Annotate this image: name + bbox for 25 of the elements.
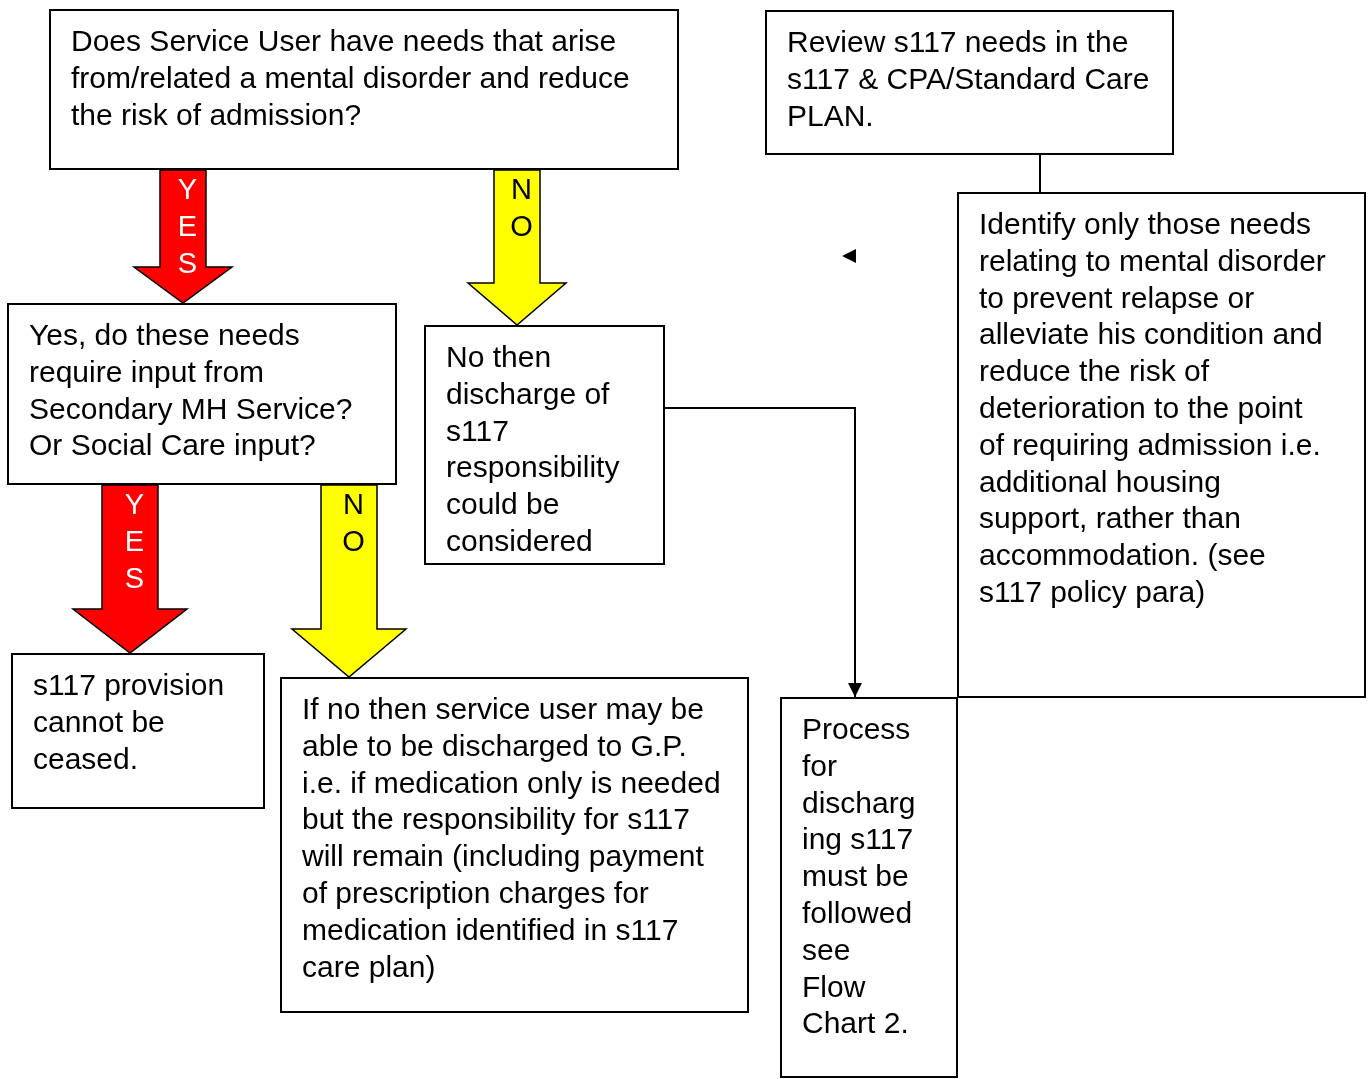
node-text: Yes, do these needs require input from Secondary MH Service? Or Social Care input? [29, 317, 354, 464]
connector-arrow [664, 407, 862, 698]
node-text: No then discharge of s117 responsibility could be considered [446, 339, 621, 559]
edge-label: NO [341, 487, 366, 559]
block-arrow [70, 484, 190, 654]
process-box [765, 10, 1174, 155]
process-box [424, 325, 665, 565]
edge-label: YES [176, 172, 199, 281]
decision-box [49, 9, 679, 170]
process-box [280, 677, 749, 1013]
block-arrow [465, 169, 569, 326]
node-text: If no then service user may be able to be discharged to G.P. i.e. if medication only is needed but the responsibility for s117 will remain (including payment of prescription charges for medication identified in s117 care plan) [302, 691, 722, 985]
node-text: s117 provision cannot be ceased. [33, 667, 226, 777]
block-arrow [289, 484, 409, 678]
node-text: Identify only those needs relating to mental disorder to prevent relapse or alleviate his condition and reduce the risk of deterioration to the point of requiring admission i.e. additional housing support, rather than accommodation. (see s117 policy para) [979, 206, 1327, 610]
edge-label: NO [509, 172, 534, 244]
node-text: Does Service User have needs that arise from/related a mental disorder and reduce the risk of admission? [71, 23, 631, 133]
node-text: Process for discharging s117 must be followed see Flow Chart 2. [802, 711, 917, 1042]
edge-label: YES [123, 487, 146, 596]
process-box [11, 653, 265, 809]
process-box [957, 192, 1366, 698]
node-text: Review s117 needs in the s117 & CPA/Standard Care PLAN. [787, 24, 1151, 134]
block-arrow [131, 169, 235, 304]
process-box [780, 697, 958, 1078]
decision-box [7, 303, 397, 485]
